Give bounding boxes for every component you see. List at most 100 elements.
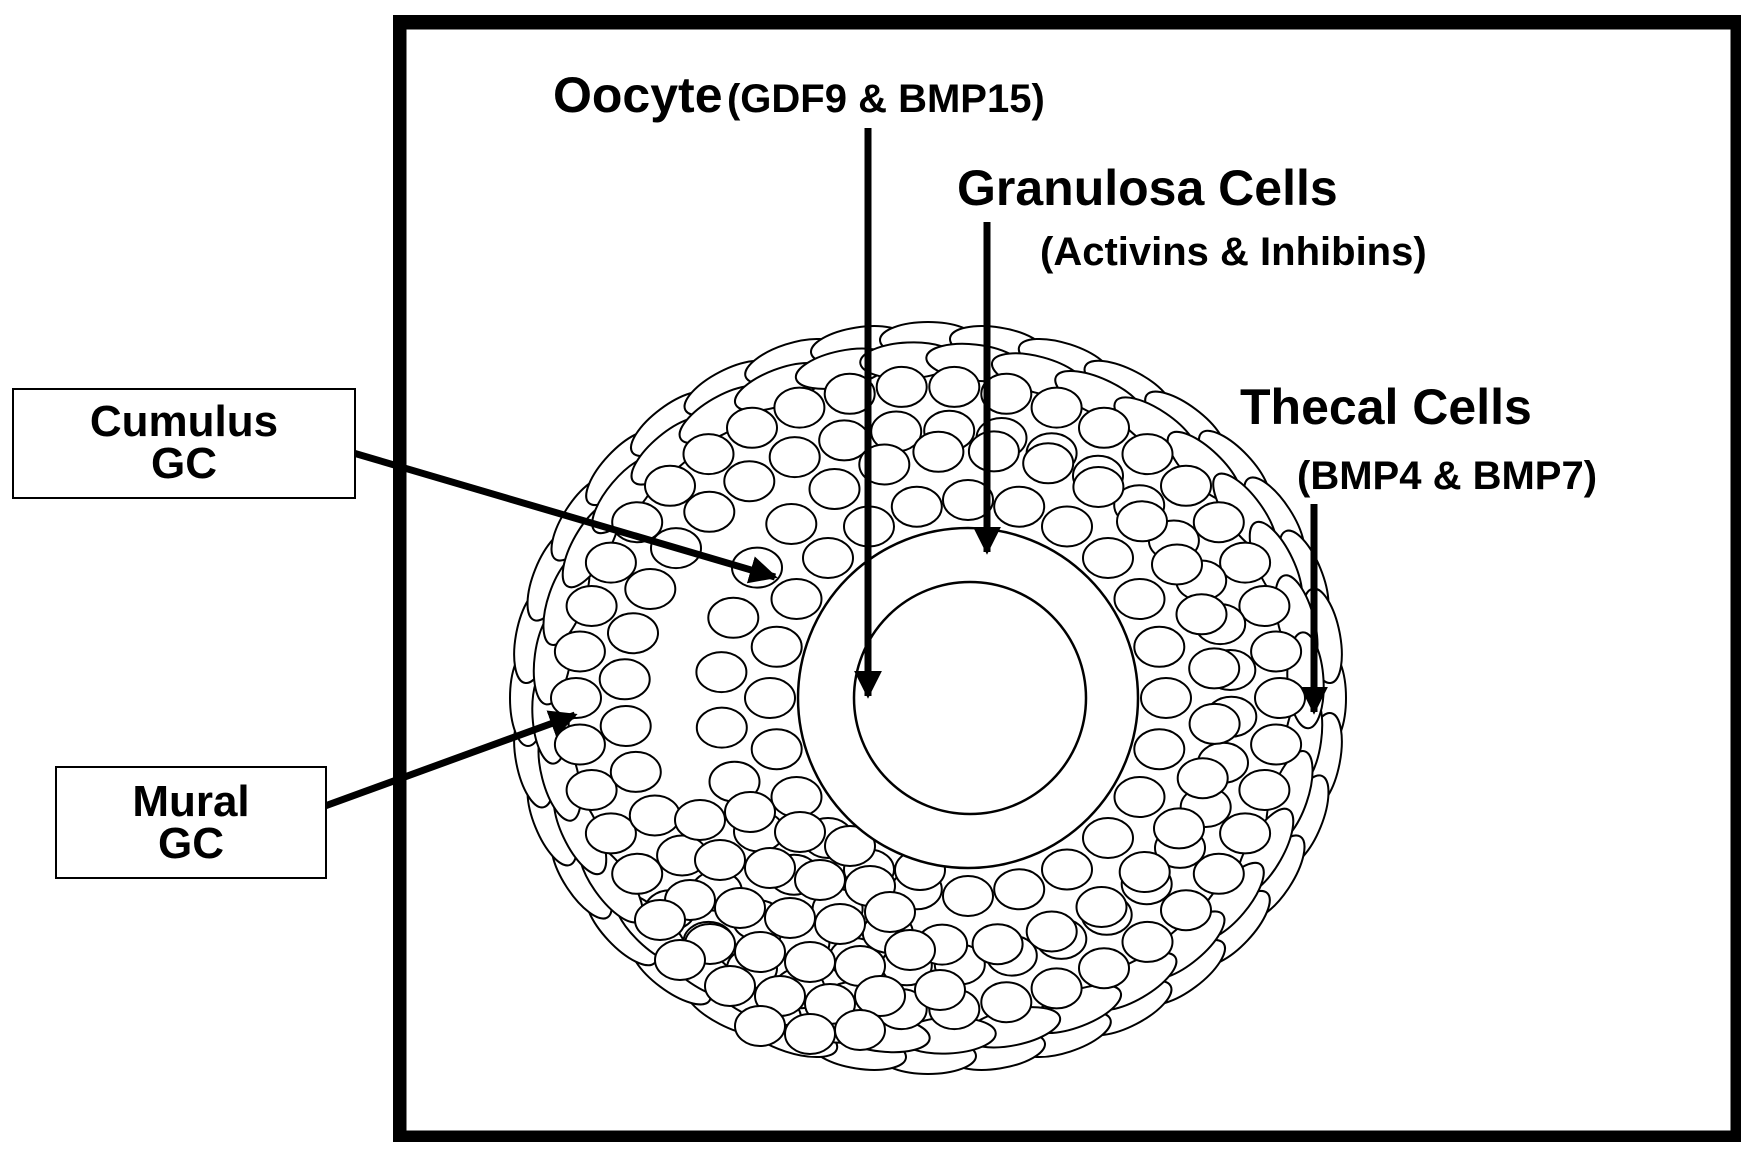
mural-granulosa-cell bbox=[1250, 630, 1303, 673]
oocyte-cell bbox=[852, 580, 1088, 816]
mural-granulosa-cell bbox=[980, 981, 1033, 1024]
cumulus-gc-box: Cumulus GC bbox=[12, 388, 356, 499]
cumulus-granulosa-cell bbox=[1025, 910, 1078, 953]
mural-granulosa-cell bbox=[875, 365, 928, 408]
cumulus-gc-line1: Cumulus bbox=[89, 397, 279, 446]
cumulus-granulosa-cell bbox=[750, 625, 803, 668]
cumulus-granulosa-cell bbox=[1113, 578, 1166, 620]
cumulus-granulosa-cell bbox=[967, 430, 1020, 473]
cumulus-granulosa-cell bbox=[764, 897, 816, 939]
mural-granulosa-cell bbox=[682, 433, 735, 476]
cumulus-granulosa-cell bbox=[674, 799, 726, 841]
mural-granulosa-cell bbox=[553, 630, 606, 673]
cumulus-granulosa-cell bbox=[1176, 757, 1229, 800]
cumulus-granulosa-cell bbox=[1133, 625, 1186, 668]
cumulus-granulosa-cell bbox=[802, 537, 854, 579]
oocyte-factors: (GDF9 & BMP15) bbox=[726, 77, 1045, 121]
cumulus-granulosa-cell bbox=[1022, 442, 1075, 485]
cumulus-granulosa-cell bbox=[1175, 593, 1228, 636]
cumulus-granulosa-cell bbox=[834, 1009, 886, 1051]
mural-granulosa-cell bbox=[609, 750, 662, 793]
cumulus-granulosa-cell bbox=[1118, 851, 1171, 893]
cumulus-granulosa-cell bbox=[971, 923, 1024, 966]
cumulus-granulosa-cell bbox=[864, 891, 916, 933]
mural-granulosa-cell bbox=[584, 812, 637, 855]
mural-gc-line1: Mural bbox=[132, 777, 250, 826]
cumulus-granulosa-cell bbox=[765, 503, 818, 545]
cumulus-granulosa-cell bbox=[744, 847, 796, 889]
mural-granulosa-cell bbox=[1160, 464, 1212, 507]
cumulus-granulosa-cell bbox=[890, 485, 943, 528]
cumulus-granulosa-cell bbox=[1116, 500, 1168, 543]
cumulus-gc-arrow bbox=[332, 443, 778, 584]
cumulus-gc-line2: GC bbox=[151, 439, 217, 488]
cumulus-granulosa-cell bbox=[770, 776, 823, 818]
mural-granulosa-cell bbox=[550, 677, 602, 719]
mural-granulosa-cell bbox=[723, 460, 776, 503]
mural-granulosa-cell bbox=[1160, 889, 1212, 932]
mural-granulosa-cell bbox=[611, 852, 664, 895]
cumulus-granulosa-cell bbox=[784, 1013, 836, 1055]
mural-granulosa-cell bbox=[1219, 812, 1272, 855]
cumulus-granulosa-cell bbox=[1188, 647, 1241, 690]
cumulus-granulosa-cell bbox=[1188, 702, 1241, 745]
cumulus-granulosa-cell bbox=[808, 468, 861, 510]
cumulus-granulosa-cell bbox=[912, 430, 965, 473]
mural-granulosa-cell bbox=[584, 541, 637, 584]
cumulus-granulosa-cell bbox=[1082, 817, 1134, 859]
thecal-factors-label: (BMP4 & BMP7) bbox=[1297, 454, 1598, 498]
mural-granulosa-cell bbox=[599, 705, 652, 747]
cumulus-granulosa-cell bbox=[707, 596, 760, 639]
cumulus-granulosa-cell bbox=[744, 677, 796, 719]
cumulus-granulosa-cell bbox=[734, 1005, 786, 1047]
mural-granulosa-cell bbox=[980, 372, 1033, 415]
cumulus-granulosa-cell bbox=[1151, 543, 1203, 586]
cumulus-granulosa-cell bbox=[854, 975, 906, 1017]
cumulus-granulosa-cell bbox=[1082, 537, 1134, 579]
mural-gc-line2: GC bbox=[158, 819, 224, 868]
mural-granulosa-cell bbox=[607, 612, 659, 655]
cumulus-granulosa-cell bbox=[724, 791, 776, 833]
mural-granulosa-cell bbox=[1250, 723, 1303, 766]
cumulus-granulosa-cell bbox=[784, 941, 836, 983]
mural-granulosa-cell bbox=[1078, 406, 1130, 449]
cumulus-granulosa-cell bbox=[770, 578, 823, 620]
cumulus-granulosa-cell bbox=[1153, 807, 1205, 850]
cumulus-granulosa-cell bbox=[858, 443, 911, 486]
cumulus-granulosa-cell bbox=[694, 839, 746, 881]
cumulus-granulosa-cell bbox=[814, 903, 866, 945]
mural-granulosa-cell bbox=[683, 490, 736, 533]
cumulus-granulosa-cell bbox=[734, 931, 786, 973]
mural-granulosa-cell bbox=[565, 585, 618, 627]
mural-granulosa-cell bbox=[1238, 585, 1291, 627]
cumulus-granulosa-cell bbox=[1041, 505, 1093, 548]
cumulus-granulosa-cell bbox=[695, 706, 748, 749]
cumulus-granulosa-cell bbox=[1075, 886, 1128, 928]
cumulus-granulosa-cell bbox=[1133, 728, 1186, 771]
mural-granulosa-cell bbox=[1192, 852, 1245, 895]
mural-granulosa-cell bbox=[768, 436, 821, 479]
mural-granulosa-cell bbox=[1254, 677, 1306, 719]
mural-granulosa-cell bbox=[928, 365, 981, 408]
cumulus-granulosa-cell bbox=[774, 811, 826, 853]
mural-granulosa-cell bbox=[726, 406, 778, 449]
granulosa-cells-label: Granulosa Cells bbox=[957, 160, 1338, 216]
cumulus-granulosa-cell bbox=[794, 859, 846, 901]
mural-granulosa-cell bbox=[1121, 433, 1174, 476]
cumulus-granulosa-cell bbox=[914, 969, 966, 1011]
cumulus-granulosa-cell bbox=[1140, 677, 1192, 719]
cumulus-granulosa-cell bbox=[824, 825, 876, 867]
cumulus-granulosa-cell bbox=[1041, 848, 1093, 891]
cumulus-granulosa-cell bbox=[654, 939, 706, 981]
mural-granulosa-cell bbox=[823, 372, 876, 415]
mural-granulosa-cell bbox=[1192, 501, 1245, 544]
oocyte-label: Oocyte (GDF9 & BMP15) bbox=[553, 70, 1045, 120]
cumulus-granulosa-cell bbox=[750, 728, 803, 771]
mural-gc-box: Mural GC bbox=[55, 766, 327, 879]
cumulus-granulosa-cell bbox=[942, 479, 994, 521]
mural-granulosa-cell bbox=[773, 386, 826, 429]
mural-granulosa-cell bbox=[1078, 947, 1130, 990]
cumulus-granulosa-cell bbox=[993, 868, 1046, 911]
cumulus-granulosa-cell bbox=[695, 651, 748, 694]
